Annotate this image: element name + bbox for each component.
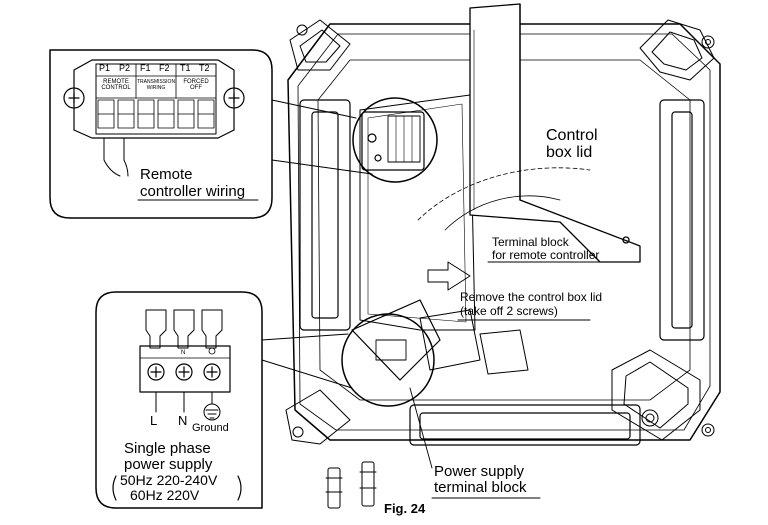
voltage-brace-right (237, 475, 242, 501)
lid-swing-arc (417, 167, 591, 221)
control-box-lid-label-2: box lid (546, 144, 593, 161)
control-box-lid (469, 3, 641, 263)
terminal-block-label-2: for remote controller (492, 248, 600, 262)
figure-caption: Fig. 24 (384, 501, 426, 516)
terminal-label-l: L (150, 413, 158, 428)
terminal-label-p1: P1 (99, 63, 111, 73)
control-box-lid-label-1: Control (546, 127, 598, 144)
leader-power-b (261, 359, 353, 389)
supply-label-3: 50Hz 220-240V (120, 472, 218, 488)
inset-remote-terminal (49, 49, 273, 219)
group-label-transmission-wiring: TRANSMISSION WIRING (137, 79, 176, 91)
terminal-label-f1: F1 (140, 63, 151, 73)
group-label-forced-off: FORCED OFF (183, 79, 209, 91)
group-label-remote-control: REMOTE CONTROL (101, 79, 131, 91)
inset-power-terminal (95, 291, 263, 509)
ground-label: Ground (192, 422, 229, 434)
unit-chassis (287, 23, 721, 446)
terminal-block-label-1: Terminal block (492, 235, 569, 249)
terminal-label-t1: T1 (180, 63, 191, 73)
detail-circle-power (341, 313, 435, 407)
leader-power-a (261, 333, 349, 341)
remove-lid-label-1: Remove the control box lid (460, 290, 603, 304)
voltage-brace-left (112, 475, 117, 501)
remove-lid-label-2: (take off 2 screws) (460, 304, 558, 318)
control-box (351, 94, 529, 381)
leader-remote-b (271, 159, 373, 175)
detail-circle-remote (352, 97, 438, 183)
corner-brackets (285, 19, 715, 445)
remove-arrow (427, 261, 471, 291)
callout-leader-power (409, 387, 433, 469)
remote-wiring-label-2: controller wiring (140, 183, 246, 200)
terminal-label-t2: T2 (199, 63, 210, 73)
leader-remote-a (271, 99, 357, 119)
terminal-label-n: N (178, 413, 188, 428)
supply-label-4: 60Hz 220V (130, 487, 200, 503)
terminal-n-mark: N (181, 350, 186, 356)
terminal-label-p2: P2 (119, 63, 131, 73)
power-terminal-label-1: Power supply (434, 463, 525, 480)
power-terminal-label-2: terminal block (434, 479, 527, 496)
terminal-label-f2: F2 (159, 63, 170, 73)
screw-arc (444, 195, 561, 231)
supply-label-1: Single phase (124, 440, 211, 457)
supply-label-2: power supply (124, 456, 213, 473)
drain-pipes (325, 461, 377, 509)
remote-wiring-label-1: Remote (140, 166, 193, 183)
